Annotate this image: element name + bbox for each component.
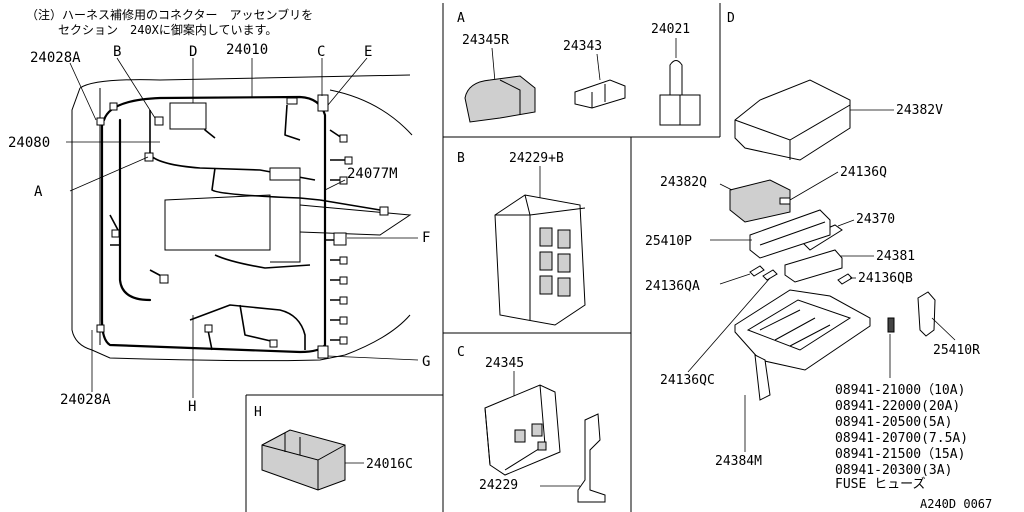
section-c: C 24345 24229 xyxy=(457,345,606,503)
fuse-caption: FUSE ヒューズ xyxy=(835,476,925,492)
label-b: B xyxy=(113,44,121,60)
label-24077m: 24077M xyxy=(347,166,398,182)
part-24016c: 24016C xyxy=(366,457,413,472)
part-24136q: 24136Q xyxy=(840,165,887,180)
note-line-2: セクション 240Xに御案内しています。 xyxy=(58,22,277,37)
label-24028a-bottom: 24028A xyxy=(60,392,111,408)
section-d: D 24382V 24382Q 24136Q 24370 25410P 2438… xyxy=(645,11,980,492)
part-24382v: 24382V xyxy=(896,103,943,118)
part-24384m: 24384M xyxy=(715,454,762,469)
section-b-letter: B xyxy=(457,151,465,166)
section-a: A 24345R 24343 24021 xyxy=(457,11,701,126)
section-a-letter: A xyxy=(457,11,465,26)
part-24370: 24370 xyxy=(856,212,895,227)
label-c: C xyxy=(317,44,325,60)
fuse-part-4: 08941-20700(7.5A) xyxy=(835,431,968,446)
part-24229b: 24229+B xyxy=(509,151,564,166)
label-24080: 24080 xyxy=(8,135,50,151)
label-h: H xyxy=(188,399,196,415)
fuse-part-5: 08941-21500（15A) xyxy=(835,447,965,462)
label-e: E xyxy=(364,44,372,60)
part-24343: 24343 xyxy=(563,39,602,54)
diagram-id: A240D 0067 xyxy=(920,497,992,511)
part-24345r: 24345R xyxy=(462,33,509,48)
fuse-part-2: 08941-22000(20A) xyxy=(835,399,960,414)
part-24229: 24229 xyxy=(479,478,518,493)
section-c-letter: C xyxy=(457,345,465,360)
section-d-letter: D xyxy=(727,11,735,26)
label-f: F xyxy=(422,230,430,246)
harness-drawing xyxy=(66,57,419,398)
part-25410p: 25410P xyxy=(645,234,692,249)
part-24136qc: 24136QC xyxy=(660,373,715,388)
section-h-letter: H xyxy=(254,405,262,420)
label-d: D xyxy=(189,44,197,60)
section-b: B 24229+B xyxy=(457,151,586,326)
part-24136qa: 24136QA xyxy=(645,279,700,294)
label-a: A xyxy=(34,184,43,200)
part-24382q: 24382Q xyxy=(660,175,707,190)
section-dividers xyxy=(245,3,721,512)
label-24010: 24010 xyxy=(226,42,268,58)
section-h: H 24016C xyxy=(254,405,413,491)
part-25410r: 25410R xyxy=(933,343,980,358)
fuse-part-1: 08941-21000（10A) xyxy=(835,383,965,398)
part-24136qb: 24136QB xyxy=(858,271,913,286)
fuse-part-3: 08941-20500(5A) xyxy=(835,415,952,430)
fuse-part-6: 08941-20300(3A) xyxy=(835,463,952,478)
note-line-1: （注）ハーネス補修用のコネクター アッセンブリを xyxy=(26,7,313,22)
part-24381: 24381 xyxy=(876,249,915,264)
label-g: G xyxy=(422,354,430,370)
part-24345: 24345 xyxy=(485,356,524,371)
label-24028a-top: 24028A xyxy=(30,50,81,66)
part-24021: 24021 xyxy=(651,22,690,37)
